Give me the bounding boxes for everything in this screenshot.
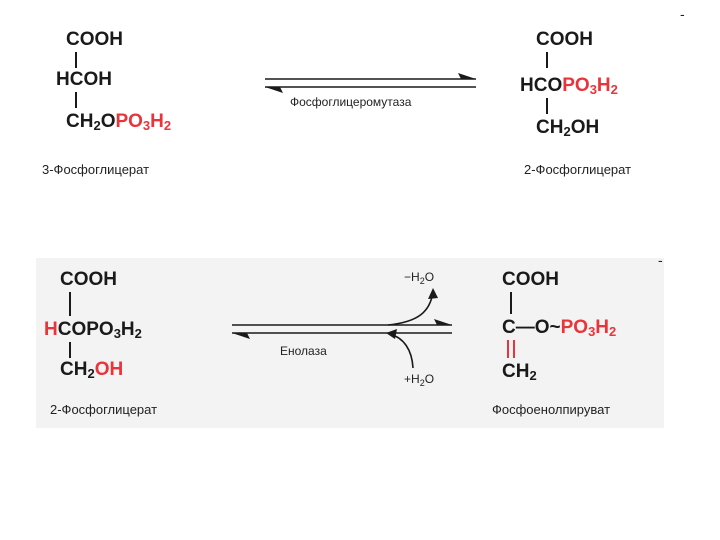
r2-left-bond-2 [69,342,71,358]
r2-right-c2: C—O~PO3H2 [502,317,617,339]
water-in-label: +H2O [404,372,435,388]
r1-left-carboxyl: COOH [66,29,123,50]
water-in-arrowhead [386,329,397,339]
corner-mark-bottom: - [658,252,663,268]
r2-right-name: Фосфоенолпируват [492,402,611,417]
reaction-enolase: COOH HCOPO3H2 CH2OH 2-Фосфоглицерат Енол… [36,252,664,428]
r1-left-c2: HCOH [56,69,112,90]
water-in-curve [389,333,414,369]
r2-right-bond-1 [510,292,512,314]
r2-right-carboxyl: COOH [502,269,559,290]
r1-right-c3: CH2OH [536,117,600,139]
r2-reverse-arrowhead [232,333,250,339]
r1-left-bond-1 [75,52,77,68]
r1-right-c2: HCOPO3H2 [520,75,618,97]
r2-left-carboxyl: COOH [60,269,117,290]
r2-left-name: 2-Фосфоглицерат [50,402,158,417]
r1-reverse-arrowhead [265,87,283,93]
water-out-arrowhead [428,288,438,299]
r1-right-name: 2-Фосфоглицерат [524,162,632,177]
r1-left-c3: CH2OPO3H2 [66,111,172,133]
r1-forward-arrowhead [458,73,476,79]
water-out-label: −H2O [404,270,435,286]
r2-left-bond-1 [69,292,71,316]
r2-right-c3: CH2 [502,361,537,383]
reaction-phosphoglycerate-mutase: COOH HCOH CH2OPO3H2 3-Фосфоглицерат Фосф… [0,0,720,215]
r2-forward-arrowhead [434,319,452,325]
r1-right-bond-1 [546,52,548,68]
r2-left-c2: HCOPO3H2 [44,319,142,341]
r2-right-double-bond-a [507,340,509,358]
r1-left-name: 3-Фосфоглицерат [42,162,150,177]
r2-enzyme-label: Енолаза [280,344,327,358]
r1-enzyme-label: Фосфоглицеромутаза [290,95,412,109]
r1-left-bond-2 [75,92,77,108]
r2-left-c3: CH2OH [60,359,124,381]
r1-right-bond-2 [546,98,548,114]
r2-right-double-bond-b [513,340,515,358]
water-out-curve [387,291,434,326]
corner-mark-top: - [680,6,685,22]
r1-right-carboxyl: COOH [536,29,593,50]
